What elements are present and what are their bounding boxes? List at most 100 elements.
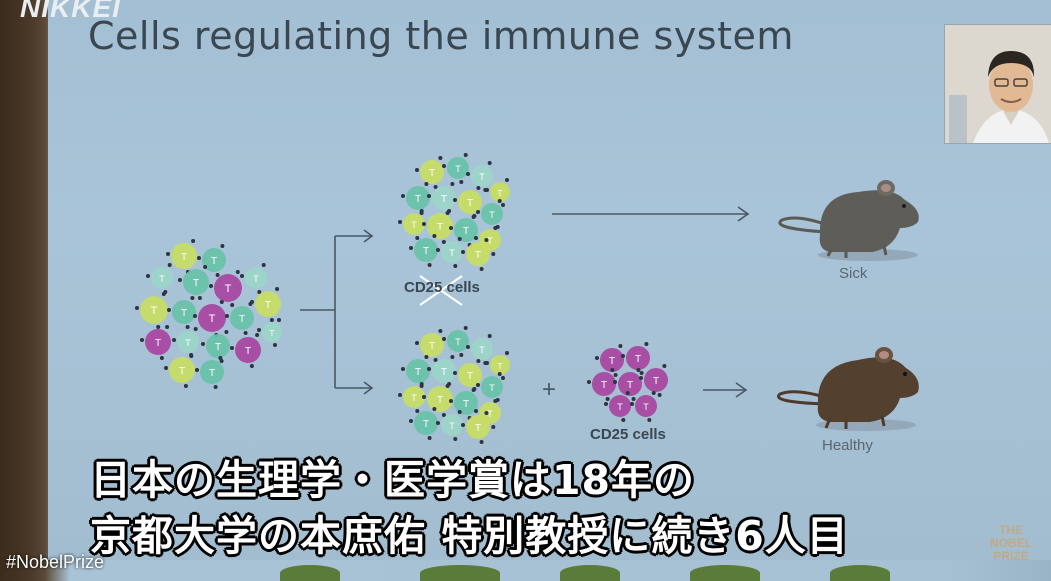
speaker-video-inset [944,24,1051,144]
t-cell: T [135,292,168,329]
t-cell: T [466,161,493,192]
t-cell: T [166,239,197,274]
svg-text:T: T [270,329,275,338]
svg-text:T: T [643,402,649,412]
svg-text:T: T [415,367,421,378]
svg-text:T: T [211,256,217,267]
t-cell: T [201,330,230,363]
nikkei-logo: NIKKEI [20,0,121,23]
t-cell: T [427,182,456,215]
svg-text:T: T [479,345,485,355]
t-cell: T [240,263,267,294]
presentation-slide [48,0,1051,560]
svg-text:T: T [449,421,455,431]
t-cell: T [427,355,456,388]
t-cell: T [476,199,503,230]
t-cell: T [398,382,425,413]
svg-text:T: T [253,274,259,284]
svg-text:T: T [429,341,435,352]
t-cell: T [442,153,469,184]
t-cell: T [209,270,242,307]
svg-text:T: T [498,362,503,371]
svg-text:T: T [441,367,447,378]
svg-text:T: T [609,356,615,367]
svg-text:T: T [449,248,455,258]
stage-flowers [830,565,890,581]
svg-text:T: T [489,383,495,393]
t-cell: T [401,355,430,388]
svg-text:T: T [441,194,447,205]
svg-text:T: T [181,308,187,319]
svg-text:T: T [159,274,165,284]
svg-text:T: T [463,226,469,237]
svg-text:T: T [179,366,185,377]
t-cell: T [146,263,173,294]
svg-text:T: T [437,395,443,406]
t-cell: T [461,411,490,444]
t-cell: T [193,300,226,337]
t-cell: T [140,325,171,360]
t-cell: T [415,329,444,362]
svg-text:T: T [415,194,421,205]
svg-text:T: T [479,172,485,182]
t-cell: T [409,234,438,267]
t-cell: T [453,359,482,392]
hashtag-label: #NobelPrize [6,552,105,572]
svg-text:T: T [475,250,481,261]
branch-arrows [300,206,750,398]
t-cell: T [476,372,503,403]
svg-text:T: T [423,246,429,257]
t-cell: T [449,387,478,420]
svg-text:T: T [209,368,215,379]
svg-text:T: T [653,376,659,387]
svg-text:T: T [475,423,481,434]
svg-text:T: T [209,313,216,325]
slide-title: Cells regulating the immune system [88,14,794,58]
t-cell: T [639,364,668,397]
t-cell: T [485,351,510,380]
t-cell: T [250,287,281,322]
stage-flowers [280,565,340,581]
cd25-cells-label: CD25 cells [590,426,666,443]
t-cell: T [164,353,195,388]
t-cell: T [422,209,453,244]
t-cell: T [225,302,254,335]
svg-text:T: T [151,305,158,317]
svg-text:T: T [225,283,232,295]
t-cell: T [436,237,463,268]
stage-flowers [560,565,620,581]
svg-text:T: T [193,278,199,289]
t-cell: T [587,368,616,401]
svg-text:T: T [265,300,271,311]
svg-text:T: T [155,338,161,349]
t-cell: T [197,244,226,277]
healthy-mouse-illustration [777,347,919,431]
svg-text:T: T [467,371,473,382]
t-cell: T [613,368,642,401]
t-cell: T [398,209,425,240]
svg-text:T: T [411,220,417,230]
t-cell: T [461,238,490,271]
subtitle-line-2: 京都大学の本庶佑 特別教授に続き6人目 [90,512,849,560]
t-cell: T [442,326,469,357]
t-cell: T [453,186,482,219]
healthy-label: Healthy [822,437,873,454]
svg-text:T: T [245,346,251,357]
sick-label: Sick [839,265,868,282]
t-cell: T [630,391,657,422]
svg-text:T: T [463,399,469,410]
svg-text:T: T [239,314,245,325]
svg-text:T: T [635,354,641,365]
t-cell: T [257,318,282,347]
speaker-portrait [945,25,1051,143]
svg-text:T: T [467,198,473,209]
svg-text:T: T [423,419,429,430]
t-cell: T [466,334,493,365]
sick-mouse-illustration [778,180,919,261]
t-cell: T [230,333,261,368]
svg-text:T: T [455,337,461,347]
svg-text:T: T [455,164,461,174]
